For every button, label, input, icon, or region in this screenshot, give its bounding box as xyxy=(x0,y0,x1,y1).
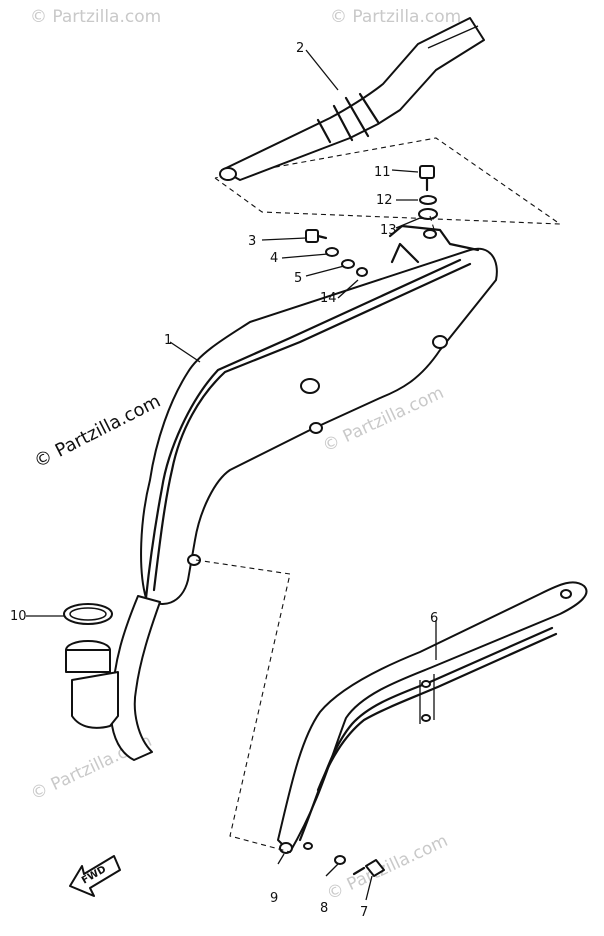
part-2-group-box xyxy=(214,137,562,225)
callout-4: 4 xyxy=(270,251,278,266)
watermark-1: © Partzilla.com xyxy=(30,7,161,27)
fwd-arrow-icon: FWD xyxy=(69,855,121,897)
assembly-line-bolt xyxy=(429,215,437,237)
watermark-main: © Partzilla.com xyxy=(31,391,164,473)
callout-6: 6 xyxy=(430,611,438,626)
callout-11: 11 xyxy=(374,165,391,180)
leader-lines xyxy=(26,49,437,901)
part-1-muffler xyxy=(140,224,498,605)
callout-10: 10 xyxy=(10,609,27,624)
callout-3: 3 xyxy=(248,234,256,249)
watermark-5: © Partzilla.com xyxy=(324,831,451,905)
watermark-2: © Partzilla.com xyxy=(330,7,461,27)
callout-1: 1 xyxy=(164,333,172,348)
callout-8: 8 xyxy=(320,901,328,916)
callout-13: 13 xyxy=(380,223,397,238)
part-6-heat-guard xyxy=(277,581,588,853)
callout-14: 14 xyxy=(320,291,337,306)
callout-9: 9 xyxy=(270,891,278,906)
callout-2: 2 xyxy=(296,41,304,56)
callout-5: 5 xyxy=(294,271,302,286)
callouts: 1 2 3 4 5 6 7 8 9 10 11 12 13 14 xyxy=(10,41,438,920)
callout-7: 7 xyxy=(360,905,368,920)
part-2-tube xyxy=(219,17,485,181)
assembly-line-lower xyxy=(195,559,291,853)
part-1-header-pipe xyxy=(63,595,161,761)
callout-12: 12 xyxy=(376,193,393,208)
